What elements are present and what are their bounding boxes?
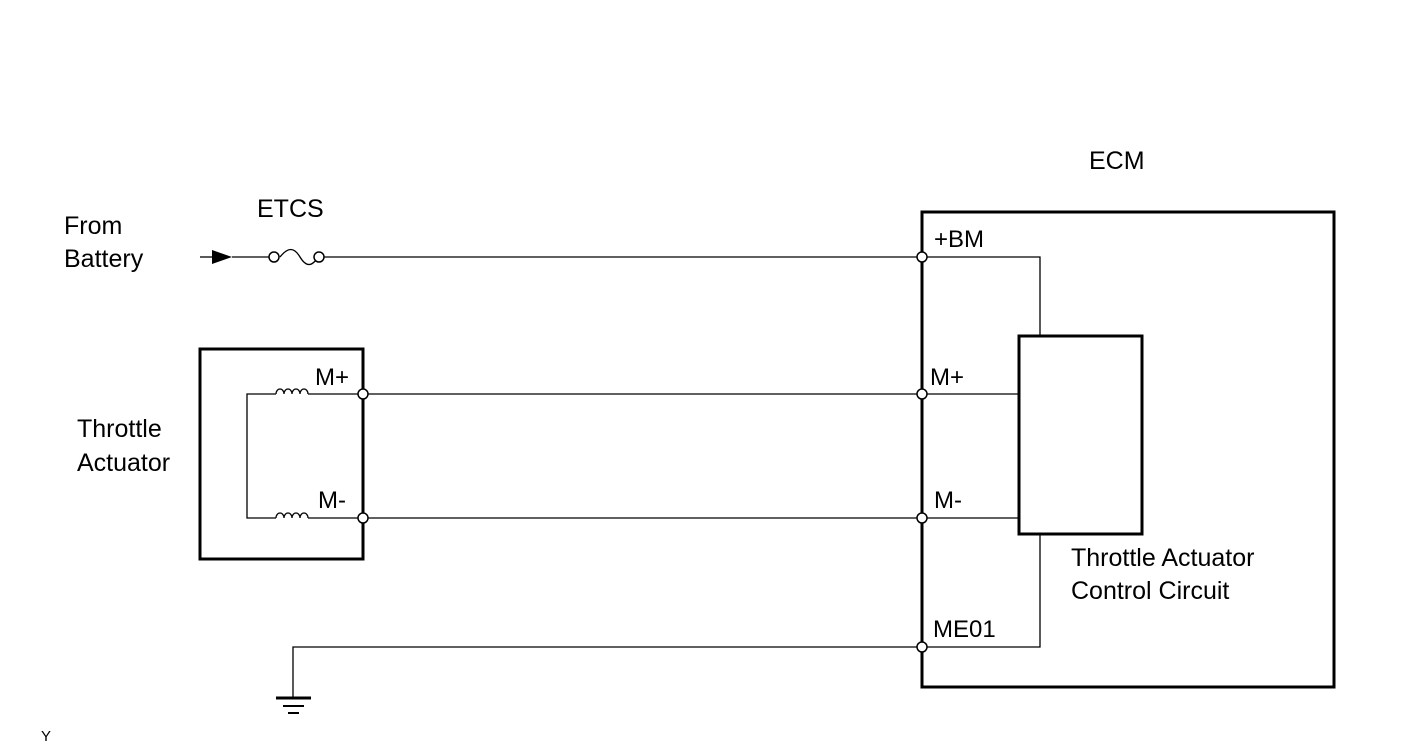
- fuse-terminal-right: [313, 251, 325, 263]
- actuator-terminal-m-plus: [357, 388, 369, 400]
- actuator-box: [198, 347, 365, 561]
- control-circuit-label-line1: Throttle Actuator: [1071, 544, 1254, 572]
- me01-ground-wire: [292, 646, 917, 698]
- ground-icon: [276, 696, 311, 714]
- actuator-internal-wire: [246, 393, 276, 519]
- ecm-pin-bm: +BM: [934, 226, 984, 253]
- ecm-internal-bm-wire: [927, 256, 1041, 336]
- motor-coil-lower-icon: [275, 512, 309, 519]
- control-circuit-label-line2: Control Circuit: [1071, 577, 1229, 605]
- source-arrow-icon: [212, 250, 232, 264]
- ecm-terminal-bm: [916, 251, 928, 263]
- actuator-label-line2: Actuator: [77, 449, 170, 477]
- etcs-fuse: ETCS: [257, 195, 325, 266]
- ecm-internal-me01-wire: [927, 535, 1041, 648]
- fuse-icon: [279, 248, 319, 266]
- ecm-pin-m-minus: M-: [934, 487, 962, 514]
- ecm-pin-m-plus: M+: [930, 364, 964, 391]
- actuator-pin-m-minus: M-: [318, 487, 346, 514]
- corner-mark: Y: [41, 728, 51, 745]
- ecm: ECM +BM M+ M- ME01 Throttle Actuator Con…: [916, 147, 1336, 689]
- ecm-terminal-me01: [916, 641, 928, 653]
- actuator-pin-m-plus: M+: [315, 364, 349, 391]
- battery-source: From Battery: [64, 212, 269, 273]
- ecm-terminal-m-plus: [916, 388, 928, 400]
- motor-coil-upper-icon: [275, 388, 309, 395]
- fuse-terminal-left: [268, 251, 280, 263]
- actuator-terminal-m-minus: [357, 512, 369, 524]
- ecm-label: ECM: [1089, 147, 1145, 175]
- control-circuit-box: [1017, 334, 1144, 536]
- fuse-label: ETCS: [257, 195, 324, 223]
- source-label-line2: Battery: [64, 245, 144, 273]
- ecm-terminal-m-minus: [916, 512, 928, 524]
- source-label-line1: From: [64, 212, 122, 240]
- ecm-pin-me01: ME01: [933, 616, 996, 643]
- throttle-actuator: Throttle Actuator M+ M-: [77, 347, 369, 561]
- ecm-box: [920, 210, 1336, 689]
- actuator-label-line1: Throttle: [77, 415, 162, 443]
